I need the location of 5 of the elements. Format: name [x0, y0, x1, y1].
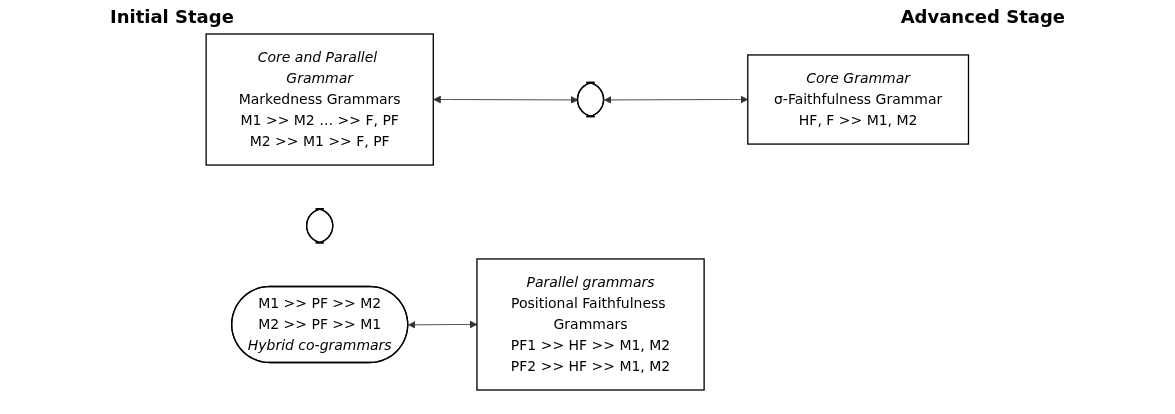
node-box: Core Grammar σ-Faithfulness Grammar HF, F >> M1, M2	[747, 54, 970, 145]
stage-heading: Advanced Stage	[900, 6, 1065, 27]
node-box: Parallel grammars Positional Faithfulness Grammars PF1 >> HF >> M1, M2 PF2 >> HF >> M1, M2	[476, 258, 705, 391]
stage-heading: Initial Stage	[110, 6, 234, 27]
node-box: Core and Parallel Grammar Markedness Grammars M1 >> M2 … >> F, PF M2 >> M1 >> F, PF	[205, 33, 435, 166]
